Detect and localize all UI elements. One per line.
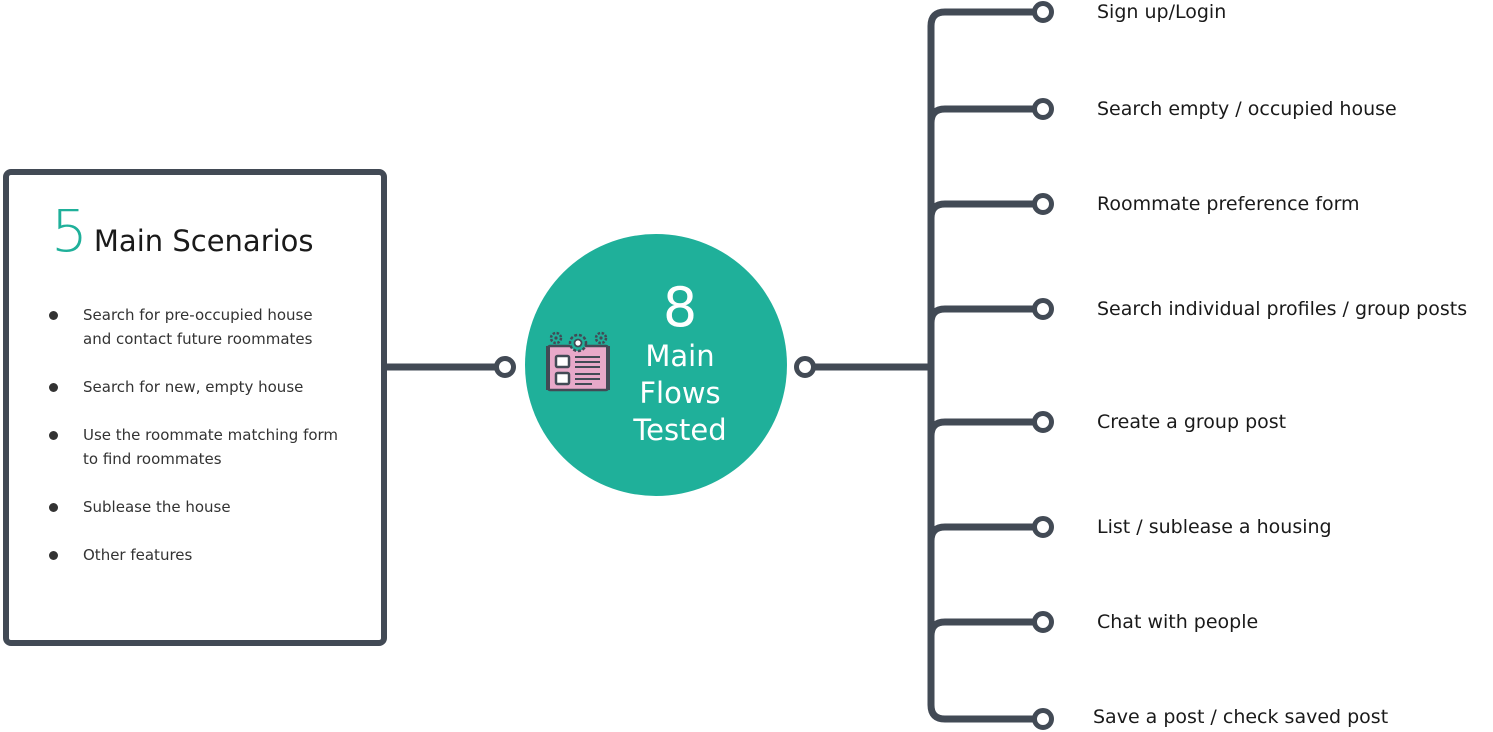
scenario-item: Other features: [49, 543, 343, 567]
scenario-item: Use the roommate matching form to find r…: [49, 423, 343, 471]
flow-node: [1032, 98, 1054, 120]
flows-count: 8: [662, 276, 698, 339]
flow-label-list-sublease: List / sublease a housing: [1097, 516, 1332, 538]
flow-label-search-profiles: Search individual profiles / group posts: [1097, 298, 1468, 320]
scenario-label: Use the roommate matching form to find r…: [83, 426, 339, 468]
center-label-tested: Tested: [633, 413, 727, 447]
left-connector-node: [494, 356, 516, 378]
flow-label-search-house: Search empty / occupied house: [1097, 98, 1397, 120]
bullet-icon: [49, 431, 58, 440]
flow-branch-line: [927, 704, 1034, 723]
scenarios-heading: Main Scenarios: [93, 224, 314, 258]
scenario-item: Search for new, empty house: [49, 375, 343, 399]
flow-label-create-group-post: Create a group post: [1097, 411, 1287, 433]
scenario-item: Search for pre-occupied house and contac…: [49, 303, 343, 351]
bullet-icon: [49, 503, 58, 512]
scenario-item: Sublease the house: [49, 495, 343, 519]
flow-label-sign-up: Sign up/Login: [1097, 1, 1227, 23]
flow-label-preference-form: Roommate preference form: [1097, 193, 1360, 215]
bullet-icon: [49, 551, 58, 560]
center-label-group: 8 Main Flows Tested: [610, 278, 750, 449]
flow-node: [1032, 516, 1054, 538]
scenarios-list: Search for pre-occupied house and contac…: [49, 303, 343, 591]
flow-node: [1032, 1, 1054, 23]
flow-label-chat: Chat with people: [1097, 611, 1259, 633]
flow-label-save-post: Save a post / check saved post: [1093, 706, 1389, 728]
scenario-label: Search for new, empty house: [83, 378, 304, 396]
scenario-label: Other features: [83, 546, 193, 564]
scenarios-count: 5: [51, 197, 88, 265]
right-connector-node: [794, 356, 816, 378]
flow-node: [1032, 708, 1054, 730]
center-label-flows: Flows: [639, 376, 721, 410]
flow-node: [1032, 193, 1054, 215]
flow-branches: [927, 1, 1054, 730]
flow-branch-line: [927, 523, 1034, 542]
center-label-main: Main: [645, 339, 715, 373]
flow-branch-line: [927, 200, 1034, 219]
flow-node: [1032, 611, 1054, 633]
bullet-icon: [49, 311, 58, 320]
bullet-icon: [49, 383, 58, 392]
flow-node: [1032, 298, 1054, 320]
center-circle: [525, 234, 787, 496]
flow-node: [1032, 411, 1054, 433]
flow-branch-line: [927, 418, 1034, 437]
scenario-label: Sublease the house: [83, 498, 231, 516]
flow-branch-line: [927, 305, 1034, 324]
flow-branch-line: [927, 618, 1034, 637]
scenario-label: Search for pre-occupied house and contac…: [83, 306, 313, 348]
flow-branch-line: [927, 8, 1034, 27]
settings-form-icon: [546, 331, 610, 392]
flow-branch-line: [927, 105, 1034, 124]
